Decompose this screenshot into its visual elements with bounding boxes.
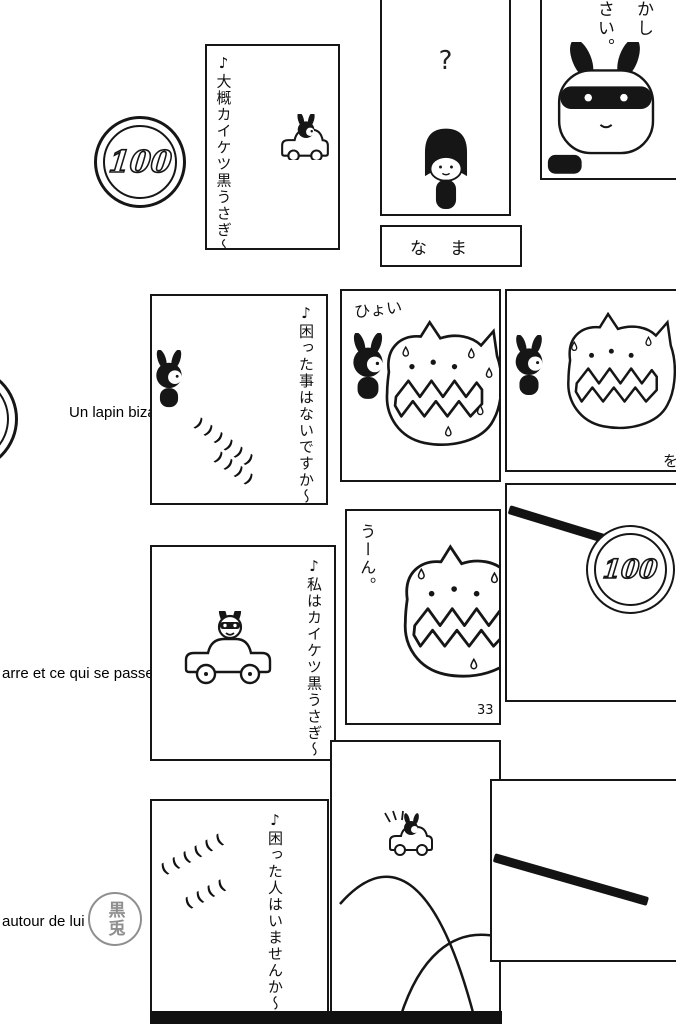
strip-char-left: な (410, 239, 427, 259)
hanko-stamp: 黒兎 (88, 892, 142, 946)
panel-song2: ♪困った事はないですか〜 )))))) )))) (150, 294, 328, 505)
coin-inner-ring (0, 375, 9, 463)
panel-monster-hyoi: ひょい (340, 289, 501, 482)
edge-text-fragment: を (663, 452, 676, 470)
song-lyric-2: ♪困った事はないですか〜 (297, 304, 315, 505)
coin-100-top-left: 100 (94, 116, 186, 208)
coin-inner-ring (103, 125, 177, 199)
question-mark: ? (438, 46, 453, 76)
speech-col-right: かし (633, 0, 653, 38)
song-lyric-1: ♪大概カイケツ黒うさぎ〜 (214, 54, 233, 250)
panel-monster-thinking: うーん。 (345, 509, 501, 725)
page-number: 33 (477, 703, 494, 718)
song-lyric-4: ♪困った人はいませんか〜 (266, 811, 284, 1012)
panel-car-hills (330, 740, 501, 1024)
speech-col-left: さい。 (593, 0, 614, 57)
panel-monster-right (505, 289, 676, 472)
panel-song1: ♪大概カイケツ黒うさぎ〜 (205, 44, 340, 250)
coin-value: 100 (601, 554, 660, 586)
panel-song3: ♪私はカイケツ黒うさぎ〜 (150, 545, 336, 761)
french-caption-line1: Un lapin biza (69, 404, 156, 421)
panel-stick-coin: 100 (505, 483, 676, 702)
panel-stick-bottom (490, 779, 676, 962)
bottom-black-bar (150, 1011, 502, 1024)
french-caption-line3: autour de lui (2, 913, 85, 930)
startled-rabbit-car-graphic (384, 810, 433, 856)
panel-question: ? (380, 0, 511, 216)
motion-marks: (((( (182, 874, 234, 913)
rabbit-in-car-graphic (281, 114, 329, 160)
coin-value: 100 (106, 144, 174, 181)
french-caption-line2: arre et ce qui se passe (2, 665, 154, 682)
strip-char-right: ま (450, 239, 467, 259)
panel-strip: な ま (380, 225, 522, 267)
coin-inner-ring (594, 533, 667, 606)
mini-rabbit-graphic (351, 333, 385, 399)
hooded-rabbit-graphic (424, 128, 467, 210)
rabbit-driving-car-graphic (184, 611, 272, 685)
song-lyric-3: ♪私はカイケツ黒うさぎ〜 (305, 557, 323, 758)
mini-rabbit-graphic (154, 350, 184, 408)
sfx-unn: うーん。 (357, 523, 377, 595)
coin-100-panel: 100 (586, 525, 675, 614)
hill-curves-graphic (339, 875, 499, 1024)
stamp-text: 黒兎 (104, 901, 125, 937)
masked-rabbit-bust-graphic (547, 42, 655, 174)
mini-rabbit-graphic (514, 335, 544, 396)
monster-face-graphic (403, 545, 499, 678)
motion-marks: (((((( (158, 829, 232, 879)
monster-face-graphic (567, 312, 676, 430)
stick-graphic (492, 853, 650, 906)
panel-top-right-rabbit: かし さい。 (540, 0, 676, 180)
coin-100-left-edge: 100 (0, 366, 18, 472)
speech-fragment-top-right: かし さい。 (584, 0, 662, 57)
panel-song4: ♪困った人はいませんか〜 (((((( (((( (150, 799, 329, 1024)
